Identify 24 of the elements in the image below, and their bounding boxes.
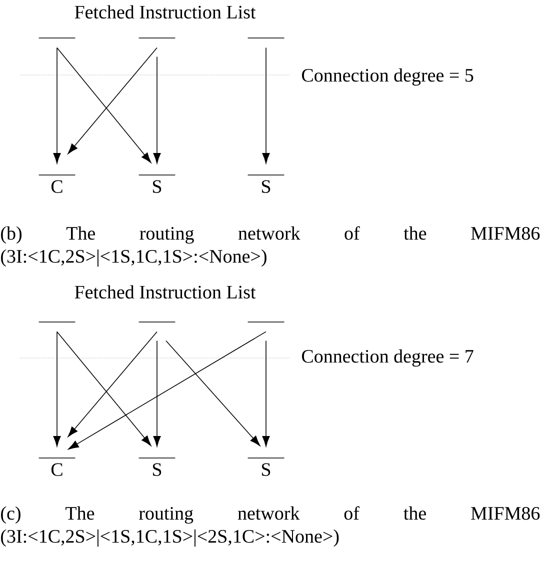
slot-label: C bbox=[38, 458, 76, 476]
annotation: Connection degree = 5 bbox=[302, 68, 474, 86]
arrow bbox=[68, 331, 266, 450]
arrow bbox=[166, 340, 260, 446]
arrow bbox=[53, 331, 61, 447]
arrow bbox=[262, 340, 270, 447]
panel-title: Fetched Instruction List bbox=[74, 285, 256, 299]
caption: (b) The routing network of the MIFM86 (3I:<1C,2S>|<1S,1C,1S>:<None>) bbox=[1, 226, 540, 267]
arrow bbox=[56, 331, 152, 446]
panel-title: Fetched Instruction List bbox=[74, 5, 256, 19]
arrow bbox=[53, 47, 61, 164]
slot-label: S bbox=[247, 174, 285, 193]
slot-label: S bbox=[138, 458, 176, 476]
arrow bbox=[68, 47, 158, 154]
arrow bbox=[68, 331, 158, 437]
arrow bbox=[262, 47, 270, 164]
arrow bbox=[153, 340, 161, 447]
slot-label: S bbox=[247, 458, 285, 476]
arrow bbox=[153, 56, 161, 164]
slot-label: S bbox=[138, 174, 176, 193]
slot-label: C bbox=[38, 174, 76, 193]
annotation: Connection degree = 7 bbox=[302, 349, 474, 367]
arrow bbox=[56, 47, 152, 163]
caption: (c) The routing network of the MIFM86 (3I:<1C,2S>|<1S,1C,1S>|<2S,1C>:<None>) bbox=[1, 506, 540, 547]
